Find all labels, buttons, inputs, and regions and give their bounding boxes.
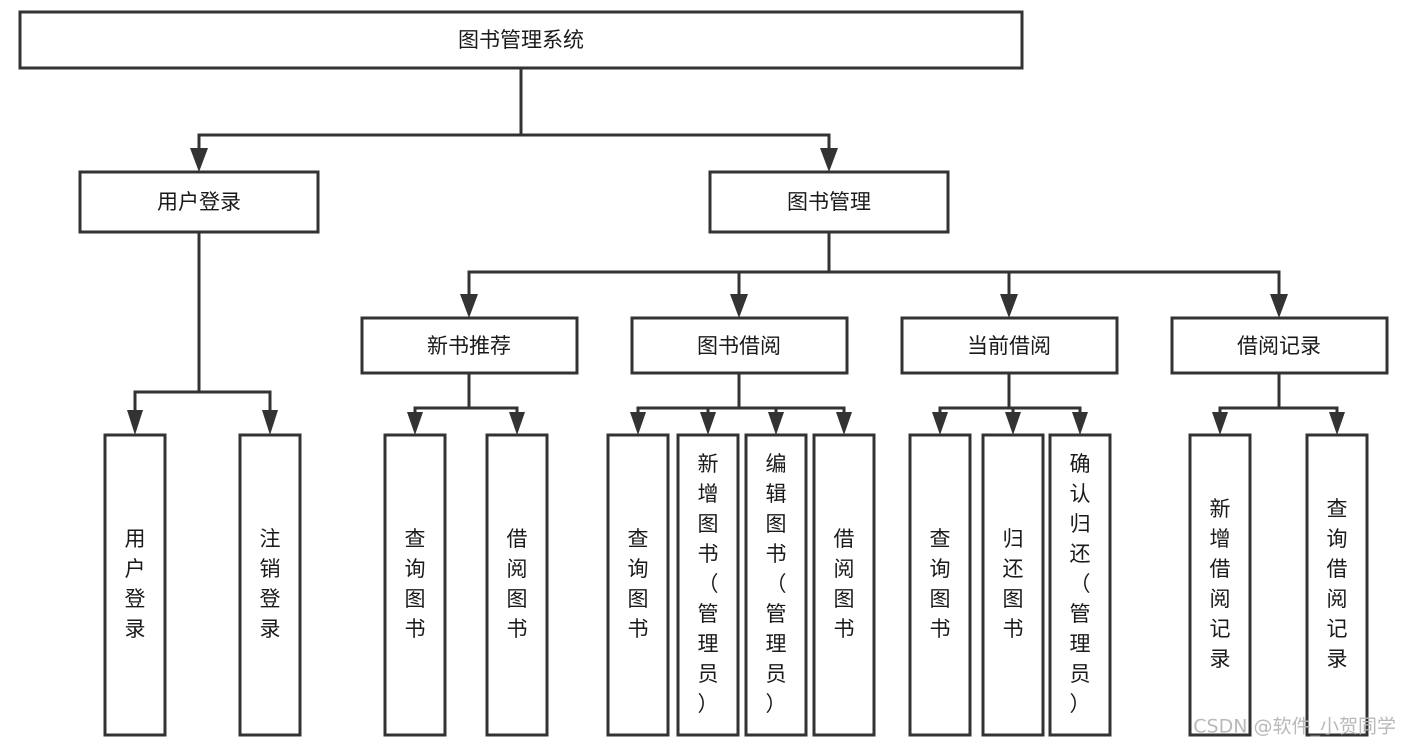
leaf-node-box[interactable] <box>1188 433 1252 737</box>
node-new-book-recommend-label: 新书推荐 <box>427 334 511 358</box>
node-book-manage-box[interactable] <box>708 170 950 234</box>
leaf-node-box[interactable] <box>981 433 1045 737</box>
vertical-bracket-glyph: （ <box>766 572 787 596</box>
arrow-head-records <box>1270 294 1288 318</box>
leaf-node-box[interactable] <box>1048 433 1112 737</box>
connector-current-to-leaves <box>932 371 1088 435</box>
node-book-borrow-box[interactable] <box>630 316 849 375</box>
leaf-node-label: 新增借阅记录 <box>1210 497 1231 671</box>
leaf-node-leaf-query-record[interactable]: 查询借阅记录 <box>1305 433 1369 737</box>
connector-root-to-level2 <box>190 66 838 172</box>
arrow-head-leaf-add-book <box>700 412 716 435</box>
arrow-head-leaf-query-book-2 <box>630 412 646 435</box>
leaf-node-label: 借阅图书 <box>834 527 855 641</box>
connector-layer <box>127 66 1345 435</box>
connector-borrow-to-leaves <box>630 371 852 435</box>
leaf-node-layer: 用户登录 注销登录 查询图书 借阅图书 查询图书 新增图书（管理员） 编辑图书（管理员） 借阅… <box>103 433 1369 737</box>
node-new-book-recommend[interactable]: 新书推荐 <box>360 316 579 375</box>
connector-records-to-leaves <box>1212 371 1345 435</box>
leaf-node-label: 编辑图书（管理员） <box>766 452 787 716</box>
leaf-node-leaf-add-record[interactable]: 新增借阅记录 <box>1188 433 1252 737</box>
node-borrow-records-label: 借阅记录 <box>1237 334 1321 358</box>
node-user-login-label: 用户登录 <box>157 190 241 214</box>
arrow-head-leaf-query-book-3 <box>932 412 948 435</box>
vertical-bracket-glyph: ） <box>698 692 719 716</box>
leaf-node-leaf-edit-book[interactable]: 编辑图书（管理员） <box>744 433 808 737</box>
arrow-head-borrow <box>730 294 748 318</box>
node-user-login-box[interactable] <box>78 170 320 234</box>
arrow-head-leaf-return-book <box>1005 412 1021 435</box>
node-user-login[interactable]: 用户登录 <box>78 170 320 234</box>
node-current-borrow-label: 当前借阅 <box>967 334 1051 358</box>
arrow-head-leaf-user-login <box>127 410 143 435</box>
vertical-bracket-glyph: ） <box>1070 692 1091 716</box>
leaf-node-leaf-borrow-book-2[interactable]: 借阅图书 <box>812 433 876 737</box>
leaf-node-leaf-confirm-return[interactable]: 确认归还（管理员） <box>1048 433 1112 737</box>
arrow-head-leaf-borrow-book-2 <box>836 412 852 435</box>
node-book-manage[interactable]: 图书管理 <box>708 170 950 234</box>
arrow-head-leaf-logout <box>262 410 278 435</box>
leaf-node-label: 查询图书 <box>405 527 426 641</box>
leaf-node-box[interactable] <box>238 433 302 737</box>
leaf-node-box[interactable] <box>606 433 670 737</box>
leaf-node-box[interactable] <box>485 433 549 737</box>
leaf-node-leaf-return-book[interactable]: 归还图书 <box>981 433 1045 737</box>
vertical-bracket-glyph: ） <box>766 692 787 716</box>
arrow-head-leaf-query-book-1 <box>407 412 423 435</box>
leaf-node-leaf-query-book-3[interactable]: 查询图书 <box>908 433 972 737</box>
arrow-head-leaf-borrow-book-1 <box>509 412 525 435</box>
leaf-node-box[interactable] <box>1305 433 1369 737</box>
vertical-bracket-glyph: （ <box>698 572 719 596</box>
leaf-node-leaf-user-login[interactable]: 用户登录 <box>103 433 167 737</box>
leaf-node-box[interactable] <box>812 433 876 737</box>
arrow-head-book-manage <box>820 148 838 172</box>
leaf-node-leaf-borrow-book-1[interactable]: 借阅图书 <box>485 433 549 737</box>
arrow-head-user-login <box>190 148 208 172</box>
vertical-bracket-glyph: （ <box>1070 572 1091 596</box>
connector-book-manage-to-level3 <box>460 230 1288 318</box>
leaf-node-label: 查询图书 <box>930 527 951 641</box>
node-current-borrow-box[interactable] <box>900 316 1119 375</box>
leaf-node-leaf-add-book[interactable]: 新增图书（管理员） <box>676 433 740 737</box>
leaf-node-box[interactable] <box>676 433 740 737</box>
leaf-node-leaf-query-book-1[interactable]: 查询图书 <box>383 433 447 737</box>
node-root-box[interactable] <box>18 10 1024 70</box>
node-book-borrow[interactable]: 图书借阅 <box>630 316 849 375</box>
arrow-head-leaf-add-record <box>1212 412 1228 435</box>
leaf-node-leaf-logout[interactable]: 注销登录 <box>238 433 302 737</box>
leaf-node-label: 查询借阅记录 <box>1327 497 1348 671</box>
leaf-node-box[interactable] <box>103 433 167 737</box>
node-root[interactable]: 图书管理系统 <box>18 10 1024 70</box>
leaf-node-label: 用户登录 <box>125 527 146 641</box>
watermark-text: CSDN @软件_小贺同学 <box>1193 716 1396 738</box>
node-current-borrow[interactable]: 当前借阅 <box>900 316 1119 375</box>
node-root-label: 图书管理系统 <box>458 28 584 52</box>
leaf-node-label: 新增图书（管理员） <box>698 452 719 716</box>
leaf-node-leaf-query-book-2[interactable]: 查询图书 <box>606 433 670 737</box>
leaf-node-box[interactable] <box>744 433 808 737</box>
leaf-node-label: 归还图书 <box>1003 527 1024 641</box>
arrow-head-current <box>1000 294 1018 318</box>
leaf-node-label: 借阅图书 <box>507 527 528 641</box>
leaf-node-label: 查询图书 <box>628 527 649 641</box>
leaf-node-box[interactable] <box>383 433 447 737</box>
node-borrow-records[interactable]: 借阅记录 <box>1170 316 1389 375</box>
node-borrow-records-box[interactable] <box>1170 316 1389 375</box>
arrow-head-leaf-edit-book <box>768 412 784 435</box>
node-book-borrow-label: 图书借阅 <box>697 334 781 358</box>
leaf-node-box[interactable] <box>908 433 972 737</box>
leaf-node-label: 注销登录 <box>260 527 281 641</box>
connector-user-login-to-leaves <box>127 230 278 435</box>
leaf-node-label: 确认归还（管理员） <box>1070 452 1091 716</box>
arrow-head-recommend <box>460 294 478 318</box>
arrow-head-leaf-query-record <box>1329 412 1345 435</box>
arrow-head-leaf-confirm-return <box>1072 412 1088 435</box>
connector-recommend-to-leaves <box>407 371 525 435</box>
node-book-manage-label: 图书管理 <box>787 190 871 214</box>
node-new-book-recommend-box[interactable] <box>360 316 579 375</box>
